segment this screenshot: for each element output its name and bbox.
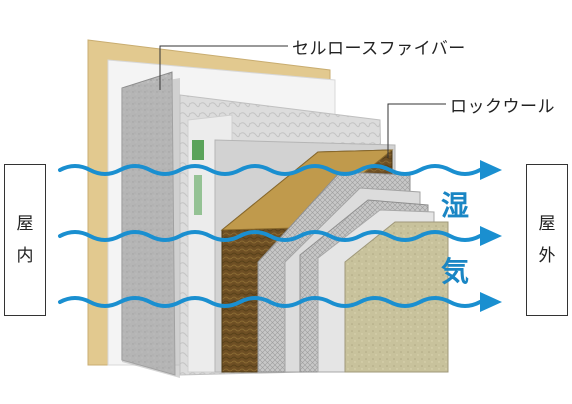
cellulose-leader-line [159, 45, 288, 90]
indoor-char-2: 内 [16, 246, 34, 266]
outdoor-char-2: 外 [538, 246, 556, 266]
moisture-char-1: 湿 [441, 189, 470, 222]
moisture-wave-2 [58, 230, 482, 242]
cellulose-fiber-face [122, 78, 180, 378]
stucco-finish-layer [344, 221, 449, 373]
outdoor-char-1: 屋 [538, 213, 556, 234]
rock-wool-top [220, 149, 394, 231]
cellulose-fiber-label: セルロースファイバー [292, 39, 466, 59]
moisture-wave-1 [58, 164, 482, 176]
indoor-label-box: 屋 内 [4, 164, 46, 316]
moisture-char-2: 気 [441, 255, 470, 288]
indoor-char-1: 屋 [16, 213, 34, 234]
membrane-print [194, 175, 202, 215]
membrane-print [192, 140, 204, 160]
arrow-right-icon [480, 292, 502, 312]
rock-wool-label: ロックウール [450, 97, 555, 117]
moisture-wave-3 [58, 296, 482, 308]
arrow-right-icon [480, 226, 502, 246]
arrow-right-icon [480, 160, 502, 180]
rock-wool-leader-line [387, 103, 446, 158]
outdoor-label-box: 屋 外 [526, 164, 568, 316]
